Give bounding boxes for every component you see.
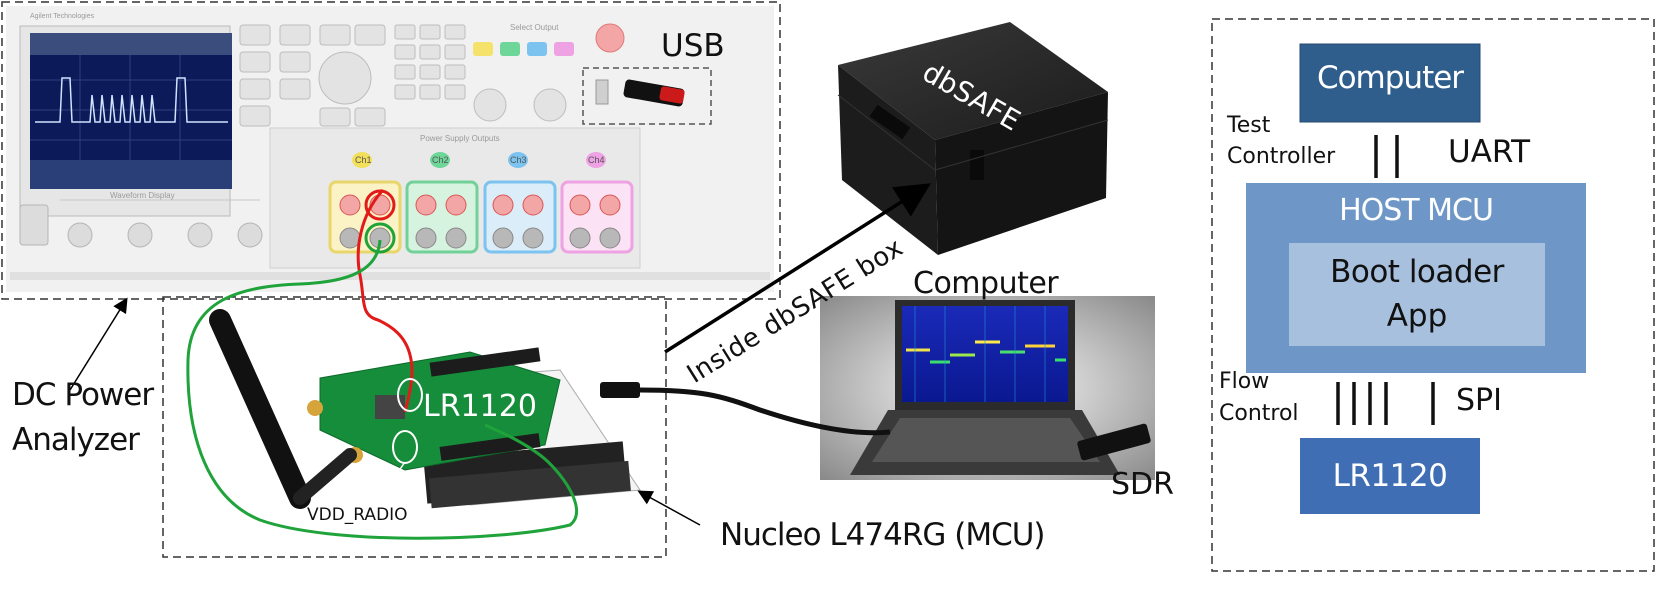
lr1120-board-label: LR1120	[423, 389, 537, 424]
output-channels	[328, 152, 634, 254]
uart-label: UART	[1448, 134, 1531, 170]
computer-block	[1299, 43, 1481, 123]
analyzer-title-line1: DC Power	[12, 377, 154, 413]
dbsafe-arrow	[664, 183, 931, 354]
board-dashed-frame	[162, 296, 667, 558]
analyzer-title-line2: Analyzer	[12, 422, 140, 458]
vdd-radio-label: VDD_RADIO	[307, 505, 408, 525]
outputs-text: Power Supply Outputs	[420, 134, 500, 143]
sdr-label: SDR	[1111, 467, 1174, 502]
power-analyzer-instrument: Waveform Display Select Output Agilent T…	[1, 1, 781, 300]
mcu-pointer-arrow	[637, 490, 701, 526]
test-controller-label-line1: Test	[1227, 113, 1271, 138]
sdr-dongle	[1077, 423, 1151, 461]
usb-inset-frame	[582, 67, 712, 125]
computer-block-label: Computer	[1316, 60, 1464, 96]
waveform-display-text: Waveform Display	[110, 191, 175, 200]
bootloader-label-line2: App	[1386, 298, 1448, 334]
dbsafe-box-image	[837, 22, 1109, 255]
lr1120-block	[1300, 438, 1480, 514]
channel-4-text: Ch4	[588, 155, 605, 165]
flow-control-lines	[1336, 382, 1388, 425]
bootloader-block	[1289, 243, 1545, 346]
uart-lines	[1374, 135, 1399, 178]
channel-1-text: Ch1	[355, 155, 372, 165]
flow-control-label-line2: Control	[1219, 401, 1299, 426]
usb-stick-icon	[595, 79, 685, 107]
red-wire	[356, 188, 414, 413]
positive-terminal-highlight	[364, 189, 396, 221]
brand-text: Agilent Technologies	[30, 13, 95, 20]
analyzer-dashed-frame	[1, 1, 781, 300]
ground-terminal-highlight	[364, 222, 396, 254]
nucleo-mcu-label: Nucleo L474RG (MCU)	[720, 517, 1046, 553]
select-output-text: Select Output	[510, 23, 559, 32]
laptop-image	[820, 296, 1155, 480]
laptop-computer-label: Computer	[913, 266, 1059, 301]
green-wire	[186, 239, 578, 540]
analyzer-pointer-arrow	[69, 297, 128, 391]
board-assembly-image	[209, 309, 891, 509]
channel-2-text: Ch2	[432, 155, 449, 165]
lr1120-block-label: LR1120	[1332, 458, 1448, 494]
bootloader-label-line1: Boot loader	[1330, 254, 1504, 290]
usb-label: USB	[661, 28, 725, 64]
channel-3-text: Ch3	[510, 155, 527, 165]
vdd-highlight-upper	[397, 378, 423, 412]
spi-label: SPI	[1456, 383, 1502, 418]
flow-control-label-line1: Flow	[1219, 369, 1270, 394]
block-diagram-frame	[1211, 18, 1655, 572]
host-mcu-label: HOST MCU	[1339, 193, 1494, 228]
test-controller-label-line2: Controller	[1227, 144, 1336, 169]
